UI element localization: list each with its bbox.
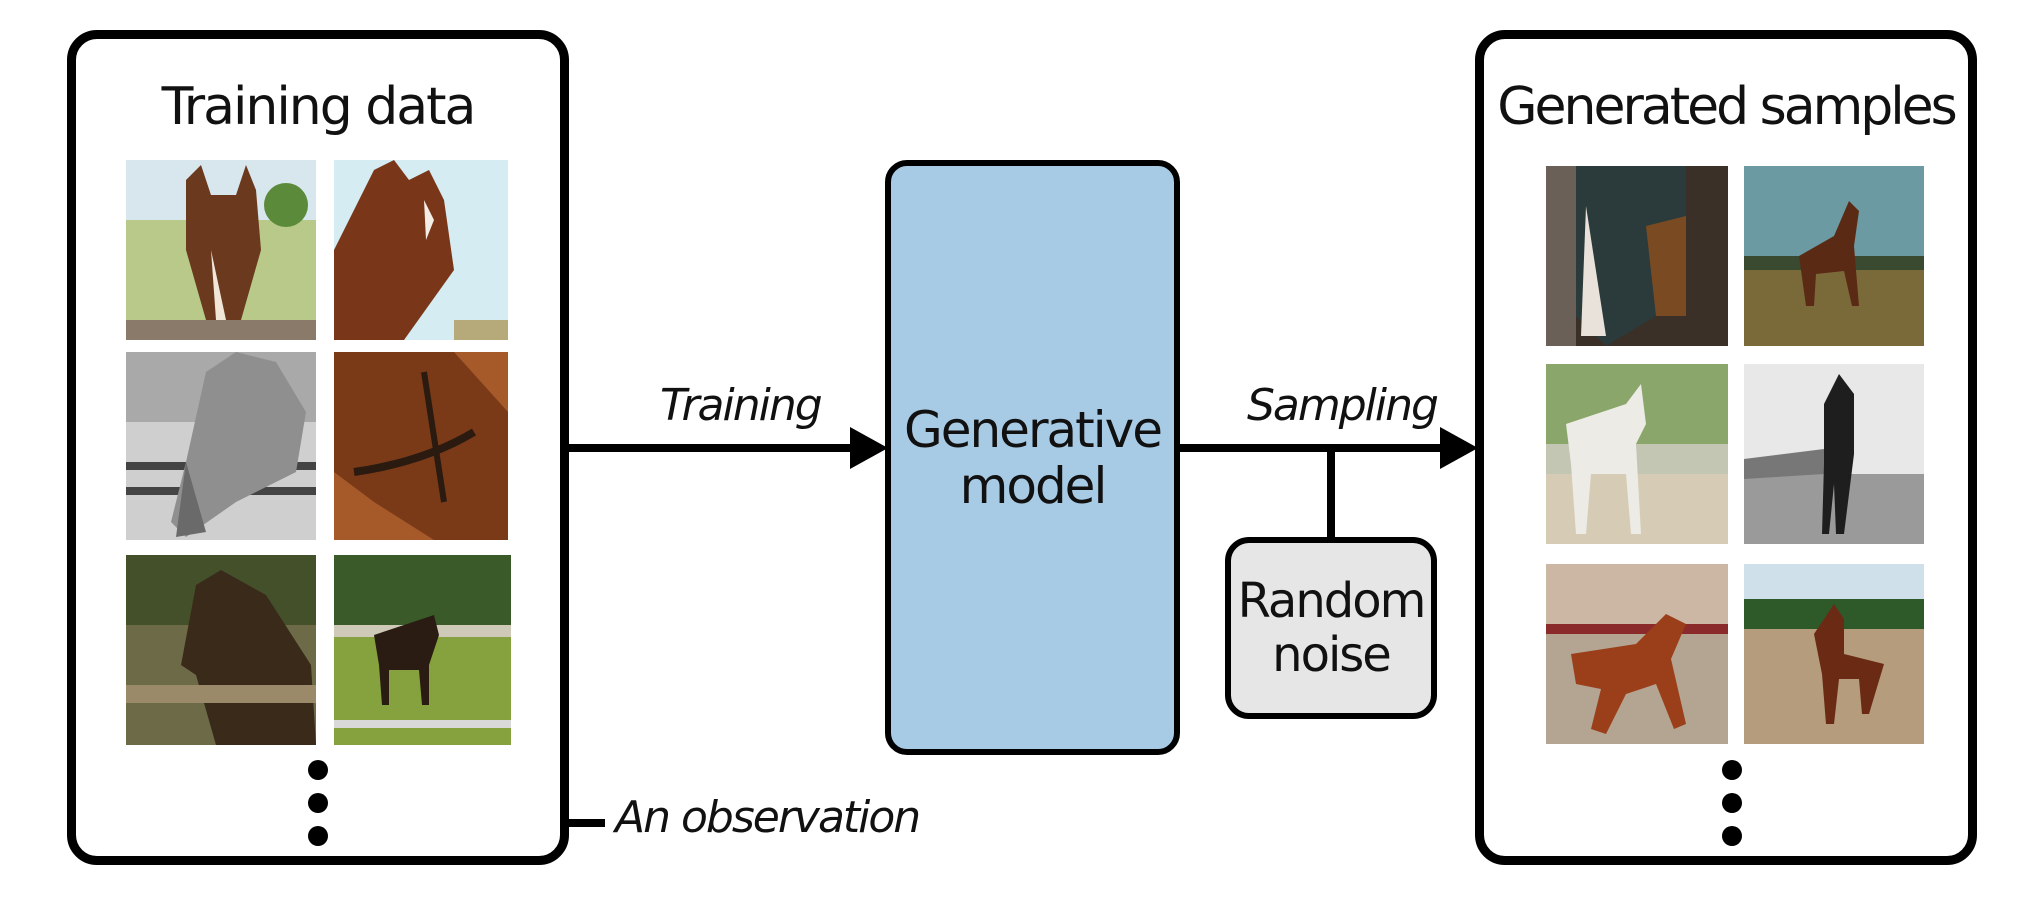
generated-samples-title: Generated samples bbox=[1497, 77, 1958, 137]
noise-label-line2: noise bbox=[1272, 627, 1392, 683]
training-image-6 bbox=[334, 555, 511, 745]
training-image-1 bbox=[126, 160, 316, 340]
model-label-line1: Generative bbox=[903, 400, 1163, 459]
generated-more-dots bbox=[1722, 760, 1742, 859]
random-noise-box: Random noise bbox=[1225, 537, 1437, 719]
training-arrow bbox=[569, 427, 888, 469]
training-more-dots bbox=[308, 760, 328, 859]
noise-label-line1: Random bbox=[1237, 573, 1427, 629]
training-image-5 bbox=[126, 555, 316, 745]
model-label-line2: model bbox=[959, 456, 1108, 515]
observation-label: An observation bbox=[615, 792, 921, 843]
training-image-2 bbox=[334, 160, 508, 340]
generated-image-3 bbox=[1546, 364, 1728, 544]
generated-image-5 bbox=[1546, 564, 1728, 744]
generated-image-4 bbox=[1744, 364, 1924, 544]
generated-image-6 bbox=[1744, 564, 1924, 744]
sampling-arrow bbox=[1180, 427, 1478, 469]
training-data-title: Training data bbox=[161, 77, 477, 137]
generated-image-2 bbox=[1744, 166, 1924, 346]
generative-model-box: Generative model bbox=[885, 160, 1180, 755]
training-image-4 bbox=[334, 352, 508, 540]
training-arrow-label: Training bbox=[660, 380, 823, 431]
sampling-arrow-label: Sampling bbox=[1247, 380, 1439, 431]
training-image-3 bbox=[126, 352, 316, 540]
generated-image-1 bbox=[1546, 166, 1728, 346]
